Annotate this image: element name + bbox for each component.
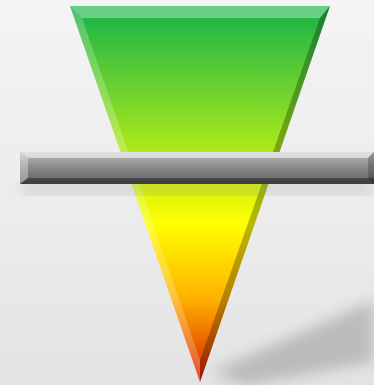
funnel-shadow: [212, 300, 374, 385]
gray-bar: [20, 152, 374, 184]
funnel-bevel-top: [70, 6, 330, 18]
gray-bar-bevel-left: [20, 152, 28, 184]
gray-bar-bevel-bottom: [20, 178, 374, 184]
gray-bar-bevel-top: [20, 152, 374, 158]
gray-bar-bevel-right: [368, 152, 374, 184]
bar-shadow: [22, 184, 374, 194]
